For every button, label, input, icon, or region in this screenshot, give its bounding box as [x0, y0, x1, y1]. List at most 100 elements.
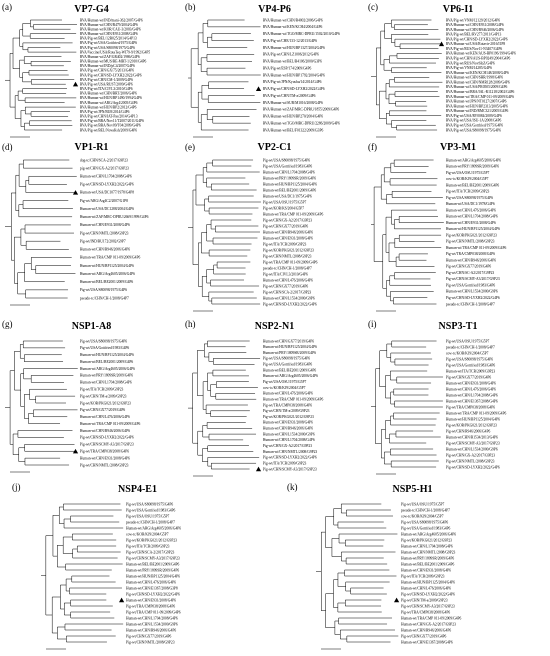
- taxon-label: Pig-wt/USA/OSU/1975/G5P7: [126, 514, 170, 518]
- panel-title: VP4-P6: [258, 4, 291, 15]
- taxon-label: RVA/Pig-wt/CHN/AUS-BP0249/2004/G4P6: [446, 57, 511, 61]
- study-strain-marker-icon: [255, 466, 262, 472]
- taxon-label: Pig-wt/USA/S80098/1975/G4P6: [401, 520, 448, 524]
- taxon-label: Pig-wt/TRA/CMP 011-09/2009/G4P6: [126, 610, 181, 614]
- taxon-label: Human-wt/HUN/BP1125/2004/G4P6: [80, 264, 134, 268]
- taxon-label: Pig-wt/CHN/R946/2006/G4P6: [446, 429, 491, 433]
- taxon-label: Pig-wt/CHN/SD-LYXH2/2022/G4P6: [263, 456, 317, 460]
- taxon-label: Pig-wt/ITA/TCR/2009/G9P23: [446, 190, 490, 194]
- panel-title: NSP3-T1: [438, 321, 478, 332]
- taxon-label: RVA/Pig-wt/USA/S80098/1975/G4P6: [446, 128, 501, 132]
- taxon-label: Pig-wt/ARG/Arg4C2/2007/G1P8: [80, 199, 128, 203]
- taxon-label: Pig-wt/USA/S80098/1975/G4P6: [446, 196, 493, 200]
- taxon-label: Human-wt/CHN/R946/2006/G4P6: [80, 248, 130, 252]
- taxon-label: Pig-wt/CHN/NMTL/2008/G9P23: [80, 231, 129, 235]
- taxon-label: RVA/Human-wt/KOR/CAU-3/2003/G4P6: [80, 27, 141, 31]
- taxon-label: Human-wt/CHN/E1367/2008/G3P8: [126, 586, 178, 590]
- taxon-label: Pig-wt/USA/OSU/1975/G5P7: [263, 380, 307, 384]
- taxon-label: Human-wt/HUN/BP1125/2004/G4P6: [446, 227, 500, 231]
- taxon-label: RVA/Pig-wt/USA/ISU-1A/2008/G4P6: [446, 119, 502, 123]
- taxon-label: Pig-wt/USA/Gottfried/1983/G4P6: [126, 508, 176, 512]
- taxon-label: RVA/Human-wt/KEN/AUS-BP0196/1994/G4P6: [446, 52, 516, 56]
- taxon-label: Human-wt/BEL/BE2001/2009/G4P6: [80, 360, 134, 364]
- taxon-label: RVA/Pig-wt/VNM/12129/2012/G4P6: [446, 18, 500, 22]
- panel-label: (k): [287, 482, 298, 492]
- taxon-label: RVA/Vaccine/USA/RotaTeq-WI79-9/1992/G4P5: [80, 50, 150, 54]
- taxon-label: Human-wt/CHN/NMTL/2008/G9P23: [263, 450, 318, 454]
- taxon-label: Pig-wt/CHN/NMTL/2008/G9P23: [126, 640, 175, 644]
- taxon-label: Pig-wt/USA/Gottfried/1983/G4P6: [263, 164, 313, 168]
- taxon-label: Human-wt/CHN/L476/2006/G4P6: [80, 415, 130, 419]
- taxon-label: Human-wt/TRA/CMP 011-09/2009/G4P6: [263, 397, 324, 401]
- panel-label: (b): [185, 2, 196, 12]
- taxon-label: Human-wt/CHN/GX-A2/2017/G9P23: [401, 622, 456, 626]
- taxon-label: Pig-wt/CHN/GX77/2019/G4P6: [446, 265, 492, 269]
- taxon-label: RVA/Human-wt/HUN/BP1327/2004/G4P6: [263, 46, 325, 50]
- taxon-label: Human-wt/CHN/L1534/2000/G9P6: [446, 447, 498, 451]
- taxon-label: Pig-wt/CHN/SD-LYXH2/2022/G4P6: [126, 592, 180, 596]
- taxon-label: Human-wt/CHN/E931/2008/G4P6: [126, 598, 176, 602]
- taxon-label: RVA/Pig-wt/BEL/RV277/2011/G4P13: [446, 33, 502, 37]
- taxon-label: Human-wt/CHN/L1704/2008/G4P6: [80, 381, 132, 385]
- taxon-label: Pig-wt/CHN/SCMY-A3/2017/G9P23: [126, 556, 180, 560]
- taxon-label: Human-wt/ARG/Arg4605/2006/G4P6: [126, 526, 181, 530]
- panel-title: VP2-C1: [257, 142, 292, 153]
- taxon-label: Human-wt/CHN/R1534/2013/G4P6: [446, 435, 498, 439]
- taxon-label: RVA/Human-wt/JPN/NT0127/2007/G4P6: [446, 100, 507, 104]
- taxon-label: Pig-wt/KOR/KS/2004/G5P7: [263, 206, 304, 210]
- taxon-label: Pig-wt/KOR/PKG021/2012/G9P23: [263, 415, 314, 419]
- taxon-label: RVA/Pig-wt/USA/Gottfried/1975/G4P6: [446, 123, 503, 127]
- taxon-label: Human-wt/TRA/CMP 011-09/2009/G4P6: [80, 422, 141, 426]
- taxon-label: Human-wt/ARG/Arg4605/2006/G4P6: [80, 367, 135, 371]
- taxon-label: Human-wt/CHN/E1367/2008/G4P6: [401, 640, 453, 644]
- taxon-label: Human-wt/BEL/BE2001/2009/G4P6: [401, 562, 455, 566]
- taxon-label: Human-wt/CHN/L1704/2008/G4P6: [126, 616, 178, 620]
- taxon-label: Pig-wt/USA/Gottfried/1983/G4P6: [446, 283, 496, 287]
- taxon-label: RVA/Pig-wt/BEL/NovaKsh/2009/G4P6: [80, 128, 137, 132]
- taxon-label: Human-wt/CHN/R946/2006/G4P6: [263, 427, 313, 431]
- panel-label: (e): [185, 142, 195, 152]
- taxon-label: Pig-wt/ITA/TCR/2009/G9P23: [263, 242, 307, 246]
- taxon-label: Pig-wt/CHN/SCMY-A3/2017/G9P23: [446, 277, 500, 281]
- taxon-label: cow-tc/KOR/KJ9/2004/G5P7: [401, 514, 444, 518]
- panel-label: (j): [12, 482, 21, 492]
- taxon-label: RVA/Human-wt/ARG/Arg4/2005/G4P6: [80, 101, 138, 105]
- taxon-label: Pig-wt/USA/OSU/1975/G5P7: [446, 171, 490, 175]
- taxon-label: Human-wt/CHN/R946/2006/G4P6: [126, 628, 176, 632]
- taxon-label: Human-wt/CHN/E931/2008/G4P6: [263, 421, 313, 425]
- taxon-label: RVA/Pig-wt/CHN/IAT-Pas/2014/G4P13: [80, 115, 138, 119]
- taxon-label: RVA/Human-wt/HUN/BP1792/2004/G4P6: [263, 73, 325, 77]
- panel-title: NSP2-N1: [254, 321, 295, 332]
- study-strain-marker-icon: [72, 190, 79, 195]
- taxon-label: Pig-wt/CHN/SD-LYXH2/2022/G4P6: [446, 465, 500, 469]
- taxon-label: RVA/Human-wt/CHN/SHR/1998/G4P6: [446, 76, 503, 80]
- taxon-label: Human-wt/CHN/L1704/2008/G4P6: [263, 170, 315, 174]
- taxon-label: Human-wt/PRY/1809SR/2009/G4P6: [263, 176, 316, 180]
- taxon-label: Human-wt/ARG/Arg4605/2006/G4P6: [401, 532, 456, 536]
- panel-f: (f) VP3-M1 Human-wt/ARG/Arg4605/2006/G4P…: [366, 140, 550, 317]
- taxon-label: Human-wt/CHN/L476/2006/G4P6: [446, 387, 496, 391]
- taxon-label: Human-wt/BEL/BE2001/2009/G4P6: [126, 562, 180, 566]
- taxon-label: Pig-wt/USA/OSU/1975/G5P7: [263, 200, 307, 204]
- taxon-label: Human-wt/CHN/L476/2006/G4P6: [446, 208, 496, 212]
- taxon-label: RVA/Human-wt/CHN/NMR128/2009/G4P6: [446, 80, 510, 84]
- taxon-label: Pig-wt/KOR/PKG021/2012/G9P23: [446, 423, 497, 427]
- panel-title: VP1-R1: [74, 142, 109, 153]
- taxon-label: Human-wt/ARG/Arg4605/2006/G4P6: [263, 374, 318, 378]
- phylogenetic-tree: RVA/Human-wt/CHN/R4002/2006/G4P6RVA/Huma…: [188, 18, 340, 138]
- taxon-label: Human-wt/ITA/TCR/2009/G9P23: [446, 369, 495, 373]
- phylogenetic-tree: Pig-wt/USA/S80098/1975/G4P6Pig-wt/USA/Go…: [41, 502, 181, 650]
- taxon-label: Human-wt/CHN/L1704/2008/G4P6: [446, 393, 498, 397]
- taxon-label: Pig-wt/ITA/TCR/2009/G9P23: [263, 461, 307, 465]
- taxon-label: RVA/Human-wt/ZAF/MRC-DPRU/1855/2009/G4P6: [263, 108, 340, 112]
- taxon-label: Human-wt/CHN/L1534/2000/G9P6: [126, 622, 178, 626]
- panel-b: (b) VP4-P6 RVA/Human-wt/CHN/R4002/2006/G…: [183, 0, 366, 140]
- taxon-label: RVA/Pig-wt/ITA/CIVL3/2010/G4P6: [80, 87, 133, 91]
- taxon-label: RVA/Human-wt/SUR/M1016/2008/G4P6: [263, 101, 323, 105]
- taxon-label: cow-tc/KOR/KJ9/2004/G5P7: [126, 532, 169, 536]
- study-strain-marker-icon: [72, 448, 79, 454]
- taxon-label: Pig-wt/CHN/SD-LYXH2/2022/G4P6: [401, 592, 455, 596]
